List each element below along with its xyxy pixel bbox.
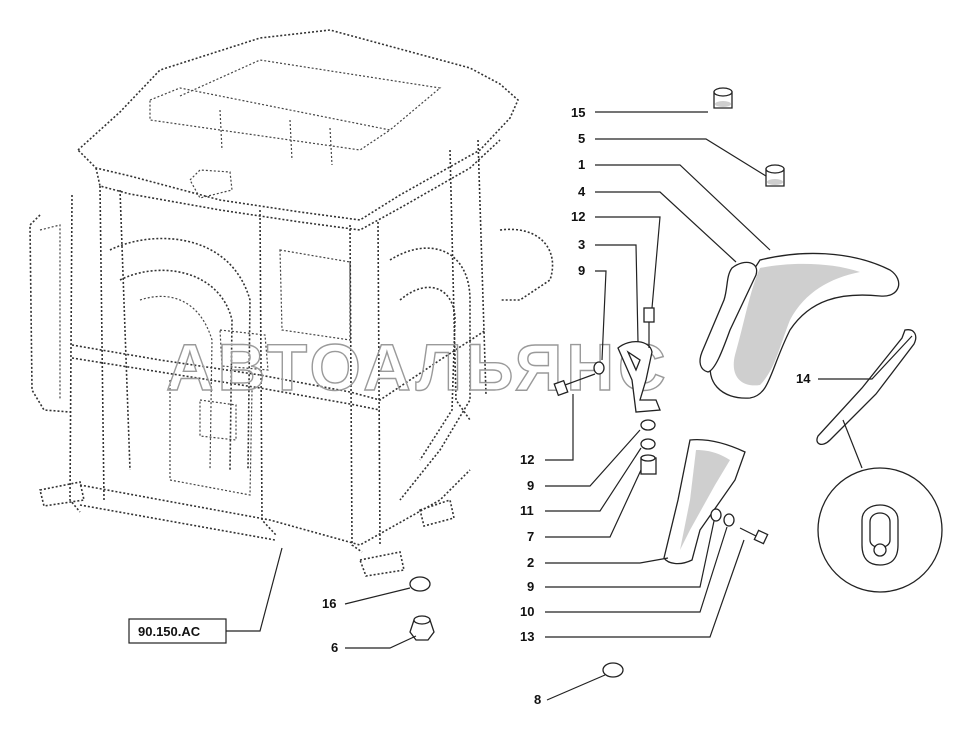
callout-12-top: 12: [571, 209, 585, 224]
callout-14: 14: [796, 371, 811, 386]
callout-5: 5: [578, 131, 585, 146]
callout-labels: 15 5 1 4 12 3 9 14 12 9 11 7 2 9 10 13 1…: [322, 105, 811, 707]
watermark: АВТОАЛЬЯНС: [166, 330, 670, 404]
callout-9-bottom: 9: [527, 579, 534, 594]
part-extension-2: [663, 439, 746, 565]
part-washer-9b: [640, 419, 656, 431]
trim-section-detail: [817, 467, 943, 593]
callout-1: 1: [578, 157, 585, 172]
part-bolt-12b: [553, 373, 596, 397]
callout-16: 16: [322, 596, 336, 611]
part-washer-11: [640, 438, 656, 450]
part-cap-5: [765, 164, 785, 187]
part-trim-14: [816, 329, 917, 446]
reference-label[interactable]: 90.150.AC: [138, 624, 201, 639]
part-washer-10: [723, 513, 735, 527]
callout-7: 7: [527, 529, 534, 544]
part-bolt-12a: [643, 307, 655, 348]
callout-2: 2: [527, 555, 534, 570]
part-washer-9a: [593, 361, 605, 375]
callout-8: 8: [534, 692, 541, 707]
callout-12-bottom: 12: [520, 452, 534, 467]
part-washer-16: [409, 576, 431, 592]
part-washer-8: [602, 662, 624, 678]
part-cap-15: [713, 87, 733, 109]
reference-box[interactable]: 90.150.AC: [128, 618, 227, 644]
callout-11: 11: [520, 503, 534, 518]
callout-9-mid: 9: [527, 478, 534, 493]
part-plug-6: [409, 615, 435, 641]
callout-15: 15: [571, 105, 585, 120]
part-strip-4: [699, 261, 758, 373]
callout-4: 4: [578, 184, 586, 199]
leader-lines: [226, 111, 913, 701]
cab-outline: [29, 29, 554, 577]
part-washer-9c: [710, 508, 722, 522]
callout-9-top: 9: [578, 263, 585, 278]
callout-13: 13: [520, 629, 534, 644]
callout-3: 3: [578, 237, 585, 252]
callout-6: 6: [331, 640, 338, 655]
part-bracket-3: [617, 341, 661, 413]
callout-10: 10: [520, 604, 534, 619]
part-spacer-7: [640, 454, 657, 475]
part-bolt-13: [739, 527, 769, 545]
